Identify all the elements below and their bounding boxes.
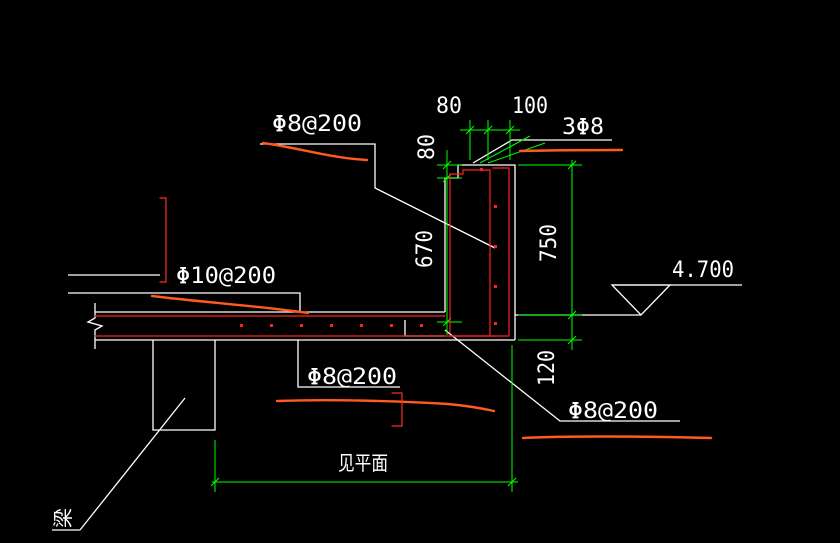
dim-left-slash-1 <box>442 160 452 170</box>
dim-corner-lead-b <box>487 142 546 164</box>
label-beam: 梁 <box>51 508 75 528</box>
dim-right-slash-3 <box>567 335 577 345</box>
dim-label-80-top: 80 <box>436 94 462 119</box>
dim-bottom-slash-left <box>210 477 220 487</box>
rebar-dot <box>494 322 497 325</box>
dim-label-80-side: 80 <box>415 134 440 160</box>
slab-top-left <box>68 292 301 312</box>
rebar-parapet-outer <box>449 167 510 337</box>
dim-top-slash-a <box>465 125 475 135</box>
dim-label-120: 120 <box>535 350 560 386</box>
rebar-dot <box>330 324 333 327</box>
parapet-outer <box>470 164 516 340</box>
parapet-inner <box>444 164 470 312</box>
rebar-dot <box>480 168 483 171</box>
rebar-dot <box>390 324 393 327</box>
label-rebar-top: Φ8@200 <box>272 112 362 137</box>
leader-corner <box>472 139 612 164</box>
marker-left <box>159 197 167 283</box>
rebar-dot <box>360 324 363 327</box>
rebar-stroke-top <box>261 141 369 162</box>
label-rebar-bottom: Φ8@200 <box>307 365 397 390</box>
label-rebar-corner: 3Φ8 <box>562 115 604 140</box>
label-elevation: 4.700 <box>672 258 734 283</box>
beam-outline <box>152 340 216 431</box>
rebar-dot <box>420 324 423 327</box>
label-rebar-main: Φ10@200 <box>176 264 276 289</box>
dim-right-slash-2 <box>567 310 577 320</box>
rebar-dot <box>494 245 497 248</box>
dim-right-slash-1 <box>567 160 577 170</box>
rebar-dots <box>240 168 497 327</box>
dim-top-slash-b <box>483 125 493 135</box>
dimension-lines <box>210 120 582 492</box>
rebar-stroke-corner <box>518 148 624 153</box>
rebar-parapet-inner <box>449 169 491 337</box>
dim-bottom-slash-right <box>507 477 517 487</box>
marker-bottom <box>391 392 403 427</box>
dim-label-670: 670 <box>413 230 438 268</box>
leader-bottom <box>297 340 400 388</box>
dim-corner-lead <box>479 135 531 164</box>
dim-label-750: 750 <box>537 224 562 262</box>
rebar-lines <box>94 141 713 440</box>
leader-beam <box>79 397 186 531</box>
break-line <box>86 303 104 349</box>
dim-top-slash-c <box>505 125 515 135</box>
rebar-dot <box>240 324 243 327</box>
elevation-triangle <box>610 284 672 316</box>
annotations: Φ8@200 Φ10@200 Φ8@200 Φ8@200 3Φ8 4.700 见… <box>51 94 734 528</box>
leader-right <box>444 329 680 422</box>
dim-label-100-top: 100 <box>512 94 548 119</box>
rebar-dot <box>494 285 497 288</box>
rebar-dot <box>270 324 273 327</box>
concrete-outline <box>52 139 742 531</box>
leader-top <box>260 143 496 249</box>
rebar-stroke-right <box>521 435 713 440</box>
rebar-dot <box>494 205 497 208</box>
label-see-plan: 见平面 <box>338 451 388 475</box>
rebar-dot <box>300 324 303 327</box>
rebar-stroke-main <box>150 294 310 315</box>
label-rebar-right: Φ8@200 <box>568 399 658 424</box>
rebar-stroke-bottom <box>275 398 496 413</box>
